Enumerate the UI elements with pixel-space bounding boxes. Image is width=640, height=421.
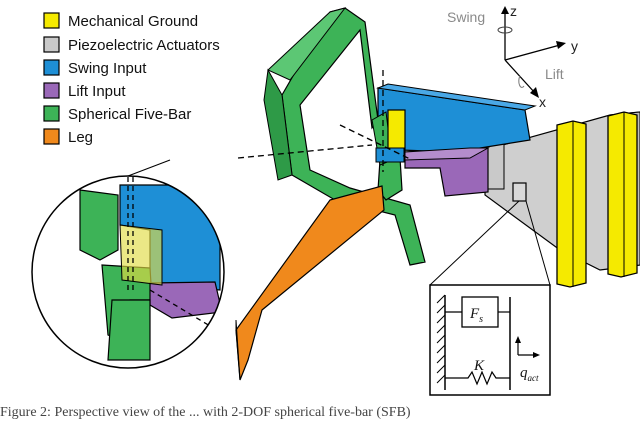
- displacement-symbol: qact: [520, 365, 539, 383]
- rotation-axis-lines: [237, 70, 413, 172]
- swing-rotation-arrow: [497, 26, 513, 34]
- z-axis-arrowhead: [501, 6, 509, 14]
- z-axis-label: z: [510, 3, 517, 19]
- zoom-five-bar-upper: [79, 189, 119, 261]
- lift-label: Lift: [545, 66, 564, 82]
- inset-connector-right: [525, 200, 551, 286]
- diagonal-axis-line: [339, 124, 413, 161]
- legend-label-swing-input: Swing Input: [68, 60, 147, 77]
- five-bar-upper-arc: [281, 7, 426, 266]
- inset-connector-left: [429, 200, 520, 286]
- legend-item-mechanical-ground: Mechanical Ground: [43, 12, 198, 30]
- legend-label-lift-input: Lift Input: [68, 83, 126, 100]
- legend-item-spherical-five-bar: Spherical Five-Bar: [43, 105, 191, 123]
- y-axis-label: y: [571, 38, 578, 54]
- lift-input-link: [404, 147, 490, 197]
- five-bar-arc-side-face: [263, 68, 293, 181]
- legend-label-spherical-five-bar: Spherical Five-Bar: [68, 106, 191, 123]
- actuator-assembly: [483, 111, 640, 288]
- displacement-arrowhead-up: [515, 336, 521, 343]
- spherical-five-bar: [263, 7, 426, 266]
- leg: [235, 185, 385, 381]
- ground-plate-left: [556, 120, 587, 288]
- center-joint-block: [375, 147, 405, 163]
- force-symbol: Fs: [469, 306, 483, 325]
- spring-model-inset: Fs K qact: [429, 200, 551, 396]
- leg-body: [235, 185, 385, 381]
- legend-swatch-piezoelectric-actuators: [43, 36, 60, 53]
- flexure-location-marker: [512, 182, 527, 202]
- legend: Mechanical Ground Piezoelectric Actuator…: [43, 12, 220, 146]
- legend-swatch-leg: [43, 128, 60, 145]
- zoom-circle-outline: [31, 175, 225, 369]
- legend-swatch-mechanical-ground: [43, 12, 60, 29]
- y-axis-arrow: [504, 44, 561, 61]
- ground-hatching: [436, 294, 446, 384]
- horizontal-axis-line: [237, 144, 373, 159]
- x-axis-arrowhead: [530, 87, 539, 98]
- legend-item-swing-input: Swing Input: [43, 59, 147, 77]
- swing-input-link: [376, 83, 537, 153]
- legend-swatch-lift-input: [43, 82, 60, 99]
- spring-k: [445, 370, 510, 386]
- zoom-five-bar-base: [107, 299, 151, 361]
- legend-item-piezoelectric-actuators: Piezoelectric Actuators: [43, 36, 220, 54]
- legend-label-leg: Leg: [68, 129, 93, 146]
- lift-rotation-arrow: [518, 75, 525, 88]
- coordinate-axes: Swing z y Lift x: [447, 3, 578, 110]
- leg-tip: [235, 319, 241, 381]
- lift-input-top-face: [404, 147, 490, 161]
- zoom-callout: [31, 159, 225, 369]
- displacement-arrowhead-right: [533, 352, 540, 358]
- legend-swatch-swing-input: [43, 59, 60, 76]
- stiffness-symbol: K: [473, 358, 485, 374]
- x-axis-label: x: [539, 94, 546, 110]
- center-ground-link: [387, 109, 406, 153]
- zoom-detail: [32, 176, 224, 368]
- legend-item-leg: Leg: [43, 128, 93, 146]
- five-bar-arc-top-face: [267, 7, 347, 81]
- zoom-ground-transparent: [119, 224, 163, 286]
- swing-label: Swing: [447, 9, 485, 25]
- force-source-box: [461, 296, 499, 328]
- y-axis-arrowhead: [556, 41, 566, 49]
- legend-label-piezoelectric-actuators: Piezoelectric Actuators: [68, 37, 220, 54]
- swing-input-top-face: [376, 83, 537, 111]
- legend-item-lift-input: Lift Input: [43, 82, 126, 100]
- zoom-connector-line-top: [127, 159, 171, 177]
- legend-swatch-spherical-five-bar: [43, 105, 60, 122]
- figure-caption: Figure 2: Perspective view of the ... wi…: [0, 405, 411, 420]
- legend-label-mechanical-ground: Mechanical Ground: [68, 13, 198, 30]
- ground-plate-right: [607, 111, 638, 278]
